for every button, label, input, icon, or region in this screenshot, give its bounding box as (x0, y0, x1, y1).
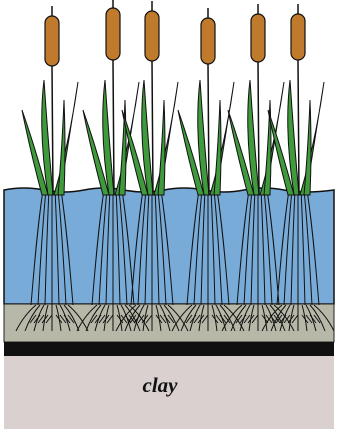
cattail-head (145, 11, 159, 61)
liner-layer (4, 342, 334, 356)
water-layer (4, 188, 334, 304)
cattail-stem (298, 60, 299, 195)
cattail-head (45, 16, 59, 66)
cattail-head (251, 14, 265, 62)
cattail-stem (258, 62, 259, 195)
cattail-stem (113, 60, 114, 195)
cattail-stem (152, 61, 153, 195)
cattail-head (291, 14, 305, 60)
cattail-head (106, 8, 120, 60)
clay-label: clay (143, 373, 179, 397)
cattail-stem (208, 64, 209, 195)
cattail-stem (52, 66, 53, 195)
cattail-head (201, 18, 215, 64)
